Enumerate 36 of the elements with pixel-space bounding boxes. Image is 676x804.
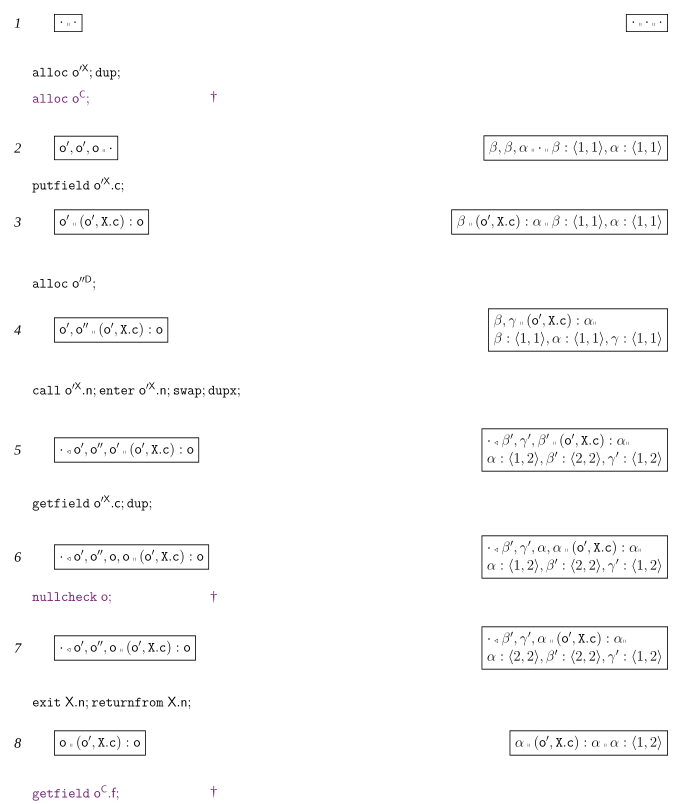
row-number: 8 bbox=[14, 738, 22, 748]
instruction-text: $\mathtt{alloc}\;\mathsf{o}'^{\mathsf{X}};\mathtt{dup};$ bbox=[32, 64, 120, 80]
state-box: $\cdot\mathbin{\scriptscriptstyle\shortparallel}\cdot$ bbox=[54, 14, 82, 32]
state-box: $\mathsf{o}\mathbin{\scriptscriptstyle\shortparallel}(\mathsf{o}',\mathtt{X.c}):\mathsf{o}$ bbox=[54, 730, 146, 756]
instruction-text: $\mathtt{getfield}\;\mathsf{o}^{\mathsf{C}}.\mathsf{f};$ bbox=[32, 785, 118, 801]
state-box: $\beta,\beta,\alpha\mathbin{\scriptscriptstyle\shortparallel}\cdot\mathbin{\scriptscriptstyle\shortparallel}\beta:\langle 1,1\rangle,\alpha:\langle 1,1\rangle$ bbox=[484, 135, 668, 161]
row-number: 2 bbox=[14, 143, 21, 153]
state-box: $\mathsf{o}'\mathbin{\scriptscriptstyle\shortparallel}(\mathsf{o}',\mathtt{X.c}):\mathsf{o}$ bbox=[54, 209, 150, 235]
row-number: 1 bbox=[14, 18, 20, 28]
instruction-text: $\mathtt{getfield}\;\mathsf{o}'^{\mathsf{X}}.\mathsf{c};\mathtt{dup};$ bbox=[32, 495, 152, 511]
state-box: $\beta\mathbin{\scriptscriptstyle\shortparallel}(\mathsf{o}',\mathtt{X.c}):\alpha\mathbin{\scriptscriptstyle\shortparallel}\beta:\langle 1,1\rangle,\alpha:\langle 1,1\rangle$ bbox=[451, 209, 668, 235]
state-box: $\mathsf{o}',\mathsf{o}''\mathbin{\scriptscriptstyle\shortparallel}(\mathsf{o}',\mathtt{X.c}):\mathsf{o}$ bbox=[54, 317, 168, 343]
state-box: $\cdot\mathbin{\scriptscriptstyle\triangleleft}\beta',\gamma',\beta'\mathbin{\scriptscriptstyle\shortparallel}(\mathsf{o}',\mathtt{X.c}):\alpha\mathbin{\scriptscriptstyle\shortparallel}$ $\alpha:\langle 1,2\rangle,\beta':\langle 2,2\rangle,\gamma':\langle 1,2\rangle$ bbox=[482, 428, 668, 472]
state-box: $\cdot\mathbin{\scriptscriptstyle\triangleleft}\mathsf{o}',\mathsf{o}'',\mathsf{o}'\mathbin{\scriptscriptstyle\shortparallel}(\mathsf{o}',\mathtt{X.c}):\mathsf{o}$ bbox=[54, 437, 200, 463]
state-box: $\cdot\mathbin{\scriptscriptstyle\shortparallel}\cdot\mathbin{\scriptscriptstyle\shortparallel}\cdot$ bbox=[626, 14, 668, 32]
instruction-text: $\mathtt{nullcheck}\;\mathsf{o};$ bbox=[32, 592, 111, 604]
state-box: $\beta,\gamma\mathbin{\scriptscriptstyle\shortparallel}(\mathsf{o}',\mathtt{X.c}):\alpha\mathbin{\scriptscriptstyle\shortparallel}$ $\beta:\langle 1,1\rangle,\alpha:\langle 1,1\rangle,\gamma:\langle 1,1\rangle$ bbox=[488, 308, 668, 352]
instruction-text: $\mathtt{putfield}\;\mathsf{o}'^{\mathsf{X}}.\mathsf{c};$ bbox=[32, 177, 124, 193]
state-box: $\cdot\mathbin{\scriptscriptstyle\triangleleft}\mathsf{o}',\mathsf{o}'',\mathsf{o},\mathsf{o}\mathbin{\scriptscriptstyle\shortparallel}(\mathsf{o}',\mathtt{X.c}):\mathsf{o}$ bbox=[54, 544, 210, 570]
dagger-mark: † bbox=[210, 91, 217, 103]
row-number: 4 bbox=[14, 325, 21, 335]
row-number: 3 bbox=[14, 217, 21, 227]
row-number: 5 bbox=[14, 445, 21, 455]
state-box: $\cdot\mathbin{\scriptscriptstyle\triangleleft}\beta',\gamma',\alpha,\alpha\mathbin{\scriptscriptstyle\shortparallel}(\mathsf{o}',\mathtt{X.c}):\alpha\mathbin{\scriptscriptstyle\shortparallel}$ $\alpha:\langle 1,2\rangle,\beta':\langle 2,2\rangle,\gamma':\langle 1,2\rangle$ bbox=[482, 535, 668, 579]
state-box: $\cdot\mathbin{\scriptscriptstyle\triangleleft}\mathsf{o}',\mathsf{o}'',\mathsf{o}\mathbin{\scriptscriptstyle\shortparallel}(\mathsf{o}',\mathtt{X.c}):\mathsf{o}$ bbox=[54, 635, 196, 661]
state-box: $\alpha\mathbin{\scriptscriptstyle\shortparallel}(\mathsf{o}',\mathtt{X.c}):\alpha\mathbin{\scriptscriptstyle\shortparallel}\alpha:\langle 1,2\rangle$ bbox=[510, 730, 668, 756]
instruction-text: $\mathtt{exit}\;\mathsf{X}.\mathsf{n};\mathtt{returnfrom}\;\mathsf{X}.\mathsf{n};$ bbox=[32, 696, 190, 710]
row-number: 7 bbox=[15, 643, 22, 653]
instruction-text: $\mathtt{call}\;\mathsf{o}'^{\mathsf{X}}.\mathsf{n};\mathtt{enter}\;\mathsf{o}'^{\mathsf{X}}.\mathsf{n};\mathtt{swap};\mathtt{dupx};$ bbox=[33, 382, 240, 398]
state-box: $\mathsf{o}',\mathsf{o}',\mathsf{o}\mathbin{\scriptscriptstyle\shortparallel}\cdot$ bbox=[54, 136, 118, 160]
dagger-mark: † bbox=[210, 786, 217, 798]
instruction-text: $\mathtt{alloc}\;\mathsf{o}^{\mathsf{C}};$ bbox=[32, 90, 89, 106]
instruction-text: $\mathtt{alloc}\;\mathsf{o}''^{\mathsf{D}};$ bbox=[32, 276, 95, 290]
row-number: 6 bbox=[14, 552, 22, 562]
dagger-mark: † bbox=[210, 591, 217, 603]
state-box: $\cdot\mathbin{\scriptscriptstyle\triangleleft}\beta',\gamma',\alpha\mathbin{\scriptscriptstyle\shortparallel}(\mathsf{o}',\mathtt{X.c}):\alpha\mathbin{\scriptscriptstyle\shortparallel}$ $\alpha:\langle 2,2\rangle,\beta':\langle 2,2\rangle,\gamma':\langle 1,2\rangle$ bbox=[482, 626, 668, 670]
